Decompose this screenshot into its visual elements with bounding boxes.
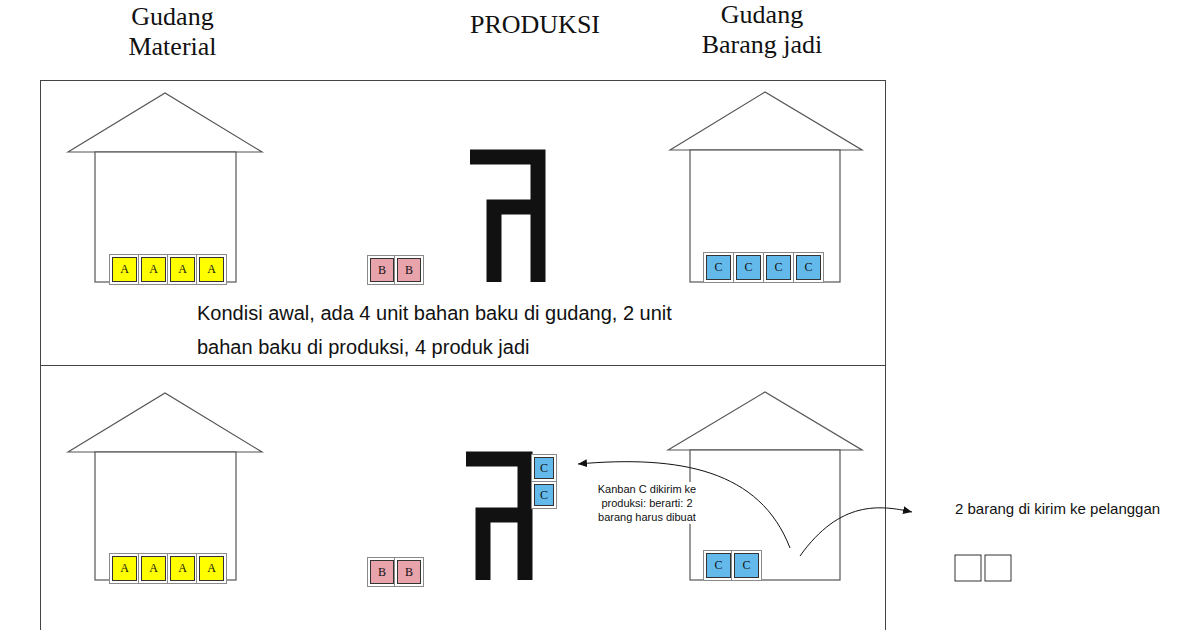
shipped-box [955,555,981,581]
warehouse [68,393,262,580]
warehouse [668,392,862,580]
box-letter: B [378,263,386,278]
material-box: A [199,556,224,581]
material-box: A [112,257,137,282]
warehouse [670,92,862,282]
material-box: C [736,255,761,280]
side-note: 2 barang di kirim ke pelanggan [955,500,1195,518]
box-letter: C [744,260,752,275]
material-box: C [706,255,731,280]
box-letter: A [207,262,216,277]
material-box: C [706,553,731,578]
material-box: B [397,258,421,282]
panel [41,81,886,366]
material-box: C [534,484,554,506]
material-box: B [397,560,421,584]
box-letter: A [120,561,129,576]
shipping-arrow [800,508,912,556]
box-letter: A [178,561,187,576]
warehouse [68,93,262,282]
box-letter: C [804,260,812,275]
header: Gudang Material [100,2,245,62]
box-letter: B [405,565,413,580]
material-box: A [199,257,224,282]
material-box: C [734,553,759,578]
box-letter: C [714,558,722,573]
machine [470,157,538,282]
box-letter: C [714,260,722,275]
box-letter: C [540,461,548,476]
kanban-arrow [578,462,790,548]
box-letter: A [207,561,216,576]
panel [41,366,886,630]
machine [466,459,525,580]
header: PRODUKSI [430,10,640,40]
material-box: C [534,457,554,479]
note: Kondisi awal, ada 4 unit bahan baku di g… [197,296,697,364]
box-letter: A [149,561,158,576]
material-box: A [170,257,195,282]
material-box: C [766,255,791,280]
box-letter: A [178,262,187,277]
material-box: A [112,556,137,581]
box-letter: A [149,262,158,277]
box-letter: A [120,262,129,277]
material-box: B [370,258,394,282]
box-letter: B [405,263,413,278]
box-letter: C [774,260,782,275]
header: Gudang Barang jadi [682,0,842,60]
box-letter: C [742,558,750,573]
material-box: A [141,556,166,581]
shipped-box [985,555,1011,581]
box-letter: C [540,488,548,503]
material-box: B [370,560,394,584]
material-box: A [170,556,195,581]
kanban-note: Kanban C dikirim ke produksi: berarti: 2… [597,482,697,524]
material-box: C [796,255,821,280]
material-box: A [141,257,166,282]
box-letter: B [378,565,386,580]
